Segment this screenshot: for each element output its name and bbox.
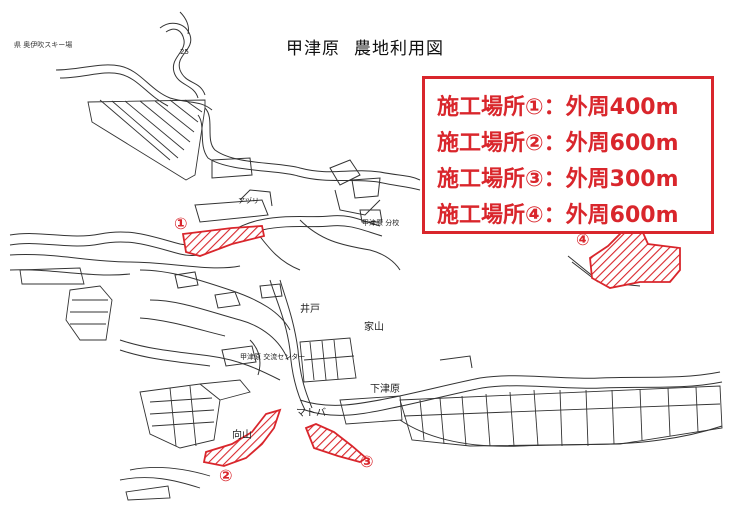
site-4-area [589, 224, 681, 289]
place-shimotsuhara: 下津原 [370, 384, 400, 395]
legend-row-1: 施工場所①：外周400m [437, 95, 679, 120]
site-3-marker: ③ [360, 452, 374, 471]
site-1-area [181, 225, 266, 257]
site-1-marker: ① [174, 214, 188, 233]
site-polygons [181, 224, 681, 467]
legend-box: 施工場所①：外周400m 施工場所②：外周600m 施工場所③：外周300m 施… [422, 76, 714, 234]
road-number: 25 [180, 48, 189, 56]
place-azuri: アヅリ [238, 197, 259, 205]
site-2-marker: ② [219, 466, 233, 485]
place-branch-school: 甲津原 分校 [362, 219, 400, 227]
map-title-sub: 農地利用図 [354, 39, 444, 59]
legend-row-2: 施工場所②：外周600m [437, 131, 679, 156]
map-title-main: 甲津原 [286, 39, 340, 59]
legend-row-3: 施工場所③：外周300m [437, 167, 679, 192]
place-ieyama: 家山 [364, 322, 384, 333]
place-ido: 井戸 [300, 304, 320, 315]
site-2-area [202, 408, 282, 467]
place-center: 甲津原 交流センター [240, 353, 306, 361]
map-title: 甲津原農地利用図 [286, 34, 444, 59]
corner-note: 県 奥伊吹スキー場 [14, 41, 73, 49]
site-3-area [304, 423, 368, 463]
place-mukaiyama: 向山 [232, 430, 252, 441]
place-matoba: マトバ [296, 408, 326, 419]
legend-row-4: 施工場所④：外周600m [437, 203, 679, 228]
site-4-marker: ④ [576, 230, 590, 249]
